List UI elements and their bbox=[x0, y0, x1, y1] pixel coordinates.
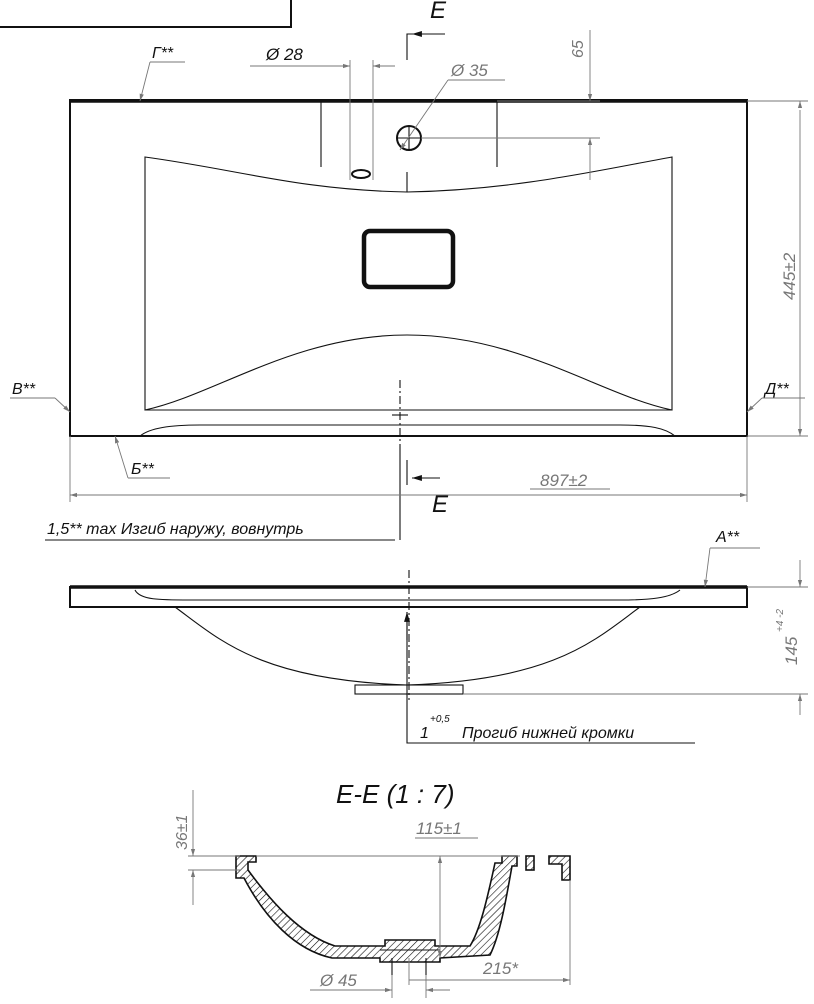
section-mark-top: E bbox=[430, 0, 447, 24]
section-view bbox=[235, 855, 571, 975]
top-view-dimensions bbox=[10, 30, 808, 541]
deflection-tolerance: +0,5 bbox=[430, 714, 450, 725]
dim-36-label: 36±1 bbox=[174, 815, 191, 850]
overflow-opening bbox=[361, 228, 456, 290]
top-view bbox=[69, 99, 748, 445]
title-block-corner bbox=[0, 0, 292, 28]
section-title: Е-Е (1 : 7) bbox=[336, 779, 454, 809]
width-897-label: 897±2 bbox=[540, 471, 588, 490]
height-445-label: 445±2 bbox=[780, 252, 799, 300]
front-view bbox=[69, 570, 748, 700]
section-profile bbox=[235, 855, 518, 963]
dim-115-label: 115±1 bbox=[416, 819, 462, 838]
dim-215-label: 215* bbox=[482, 959, 519, 978]
depth-145-tolerance: +4 -2 bbox=[775, 608, 786, 632]
g-mark-label: Г** bbox=[152, 45, 174, 62]
b-mark-label: Б** bbox=[131, 461, 155, 478]
depth-145-label: 145 bbox=[782, 636, 801, 665]
dim-65-label: 65 bbox=[570, 40, 587, 58]
front-view-dimensions bbox=[404, 547, 808, 744]
dia-35-label: Ø 35 bbox=[450, 61, 488, 80]
bend-note: 1,5** max Изгиб наружу, вовнутрь bbox=[47, 521, 304, 538]
section-mark-bottom: E bbox=[432, 491, 449, 518]
deflection-note: Прогиб нижней кромки bbox=[462, 725, 634, 742]
section-dimensions bbox=[188, 790, 571, 998]
drain-hole bbox=[351, 169, 371, 179]
deflection-value: 1 bbox=[420, 725, 429, 742]
dia-28-label: Ø 28 bbox=[265, 45, 303, 64]
a-mark-label: А** bbox=[715, 529, 740, 546]
d-mark-label: Д** bbox=[763, 381, 789, 398]
dia-45-label: Ø 45 bbox=[319, 971, 357, 990]
drawing-labels: E Ø 28 Ø 35 65 Г** В** Д** Б** 445±2 897… bbox=[12, 0, 801, 990]
v-mark-label: В** bbox=[12, 381, 36, 398]
